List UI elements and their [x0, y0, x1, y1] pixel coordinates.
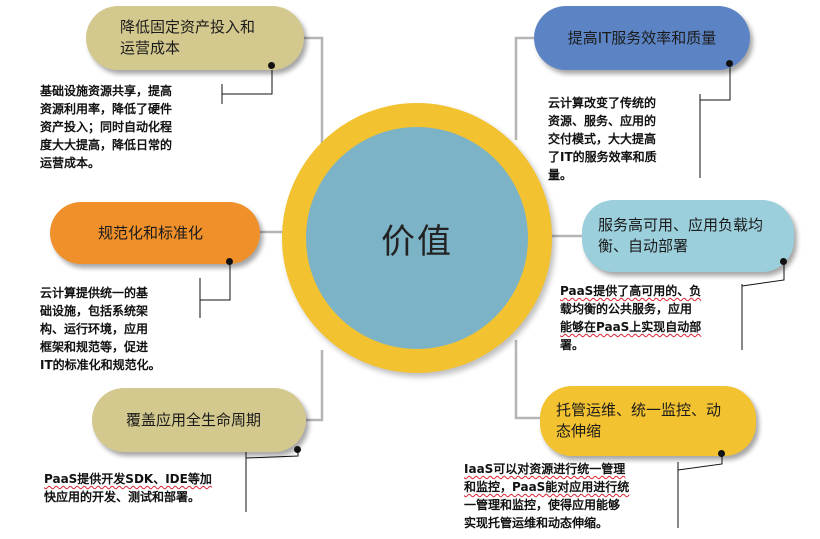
- desc-cost: 基础设施资源共享，提高 资源利用率，降低了硬件 资产投入；同时自动化程 度大大提…: [40, 82, 172, 172]
- desc-line: 云计算改变了传统的: [548, 96, 657, 110]
- desc-line: 实现托管运维和动态伸缩。: [464, 516, 609, 530]
- desc-line: 云计算提供统一的基: [40, 286, 149, 300]
- desc-line: 和监控，PaaS能对应用进行统: [464, 480, 630, 494]
- node-ha: 服务高可用、应用负载均衡、自动部署: [582, 200, 794, 272]
- desc-line: 基础设施资源共享，提高: [40, 84, 173, 98]
- desc-line: PaaS提供了高可用的、负: [560, 284, 702, 298]
- desc-line: PaaS提供开发SDK、IDE等加: [44, 472, 212, 486]
- desc-line: 资源利用率，降低了硬件: [40, 102, 173, 116]
- desc-line: 框架和规范等，促进: [40, 340, 149, 354]
- desc-line: 载均衡的公共服务，应用: [560, 302, 693, 316]
- dot-ops: [718, 450, 725, 457]
- desc-line: 快应用的开发、测试和部署。: [44, 490, 201, 504]
- node-lifecycle: 覆盖应用全生命周期: [92, 388, 306, 452]
- desc-line: 础设施，包括系统架: [40, 304, 149, 318]
- connector-ops: [514, 340, 540, 420]
- dot-lifecycle: [294, 446, 301, 453]
- callout-ha: [741, 262, 785, 287]
- dot-standard: [226, 258, 233, 265]
- connector-lifecycle: [306, 350, 324, 422]
- desc-line: 运营成本。: [40, 156, 101, 170]
- node-ops: 托管运维、统一监控、动态伸缩: [540, 386, 756, 456]
- dot-efficiency: [726, 60, 733, 67]
- desc-line: 了IT的服务效率和质: [548, 150, 657, 164]
- dot-cost: [268, 62, 275, 69]
- desc-ha: PaaS提供了高可用的、负 载均衡的公共服务，应用 能够在PaaS上实现自动部 …: [560, 282, 701, 354]
- desc-line: 量。: [548, 168, 573, 182]
- connector-cost: [304, 36, 324, 150]
- callout-standard: [200, 262, 231, 301]
- desc-line: 一管理和监控，使得应用能够: [464, 498, 621, 512]
- desc-line: IT的标准化和规范化。: [40, 358, 161, 372]
- desc-line: 资产投入；同时自动化程: [40, 120, 173, 134]
- node-standard-title: 规范化和标准化: [98, 223, 204, 242]
- node-standard: 规范化和标准化: [50, 202, 260, 264]
- desc-line: 署。: [560, 338, 585, 352]
- node-ha-title: 服务高可用、应用负载均衡、自动部署: [598, 216, 764, 255]
- center-label: 价值: [381, 221, 453, 262]
- node-cost-title: 降低固定资产投入和运营成本: [120, 18, 256, 57]
- callout-efficiency: [700, 64, 731, 101]
- callout-cost: [222, 66, 273, 95]
- node-efficiency-title: 提高IT服务效率和质量: [567, 28, 717, 47]
- desc-line: 构、运行环境，应用: [40, 322, 149, 336]
- value-core: [306, 127, 528, 349]
- node-lifecycle-title: 覆盖应用全生命周期: [126, 410, 262, 429]
- desc-line: 能够在PaaS上实现自动部: [560, 320, 702, 334]
- desc-lifecycle: PaaS提供开发SDK、IDE等加 快应用的开发、测试和部署。: [44, 470, 212, 506]
- desc-standard: 云计算提供统一的基 础设施，包括系统架 构、运行环境，应用 框架和规范等，促进 …: [40, 284, 161, 374]
- callout-ops: [677, 454, 723, 471]
- desc-line: 资源、服务、应用的: [548, 114, 657, 128]
- dot-ha: [780, 258, 787, 265]
- desc-ops: IaaS可以对资源进行统一管理 和监控，PaaS能对应用进行统 一管理和监控，使…: [464, 460, 629, 532]
- connector-efficiency: [514, 36, 534, 140]
- desc-line: IaaS可以对资源进行统一管理: [464, 462, 626, 476]
- desc-efficiency: 云计算改变了传统的 资源、服务、应用的 交付模式，大大提高 了IT的服务效率和质…: [548, 94, 657, 184]
- node-cost: 降低固定资产投入和运营成本: [86, 6, 304, 70]
- desc-line: 度大大提高，降低日常的: [40, 138, 173, 152]
- node-ops-title: 托管运维、统一监控、动态伸缩: [556, 401, 722, 440]
- node-efficiency: 提高IT服务效率和质量: [534, 6, 750, 70]
- desc-line: 交付模式，大大提高: [548, 132, 657, 146]
